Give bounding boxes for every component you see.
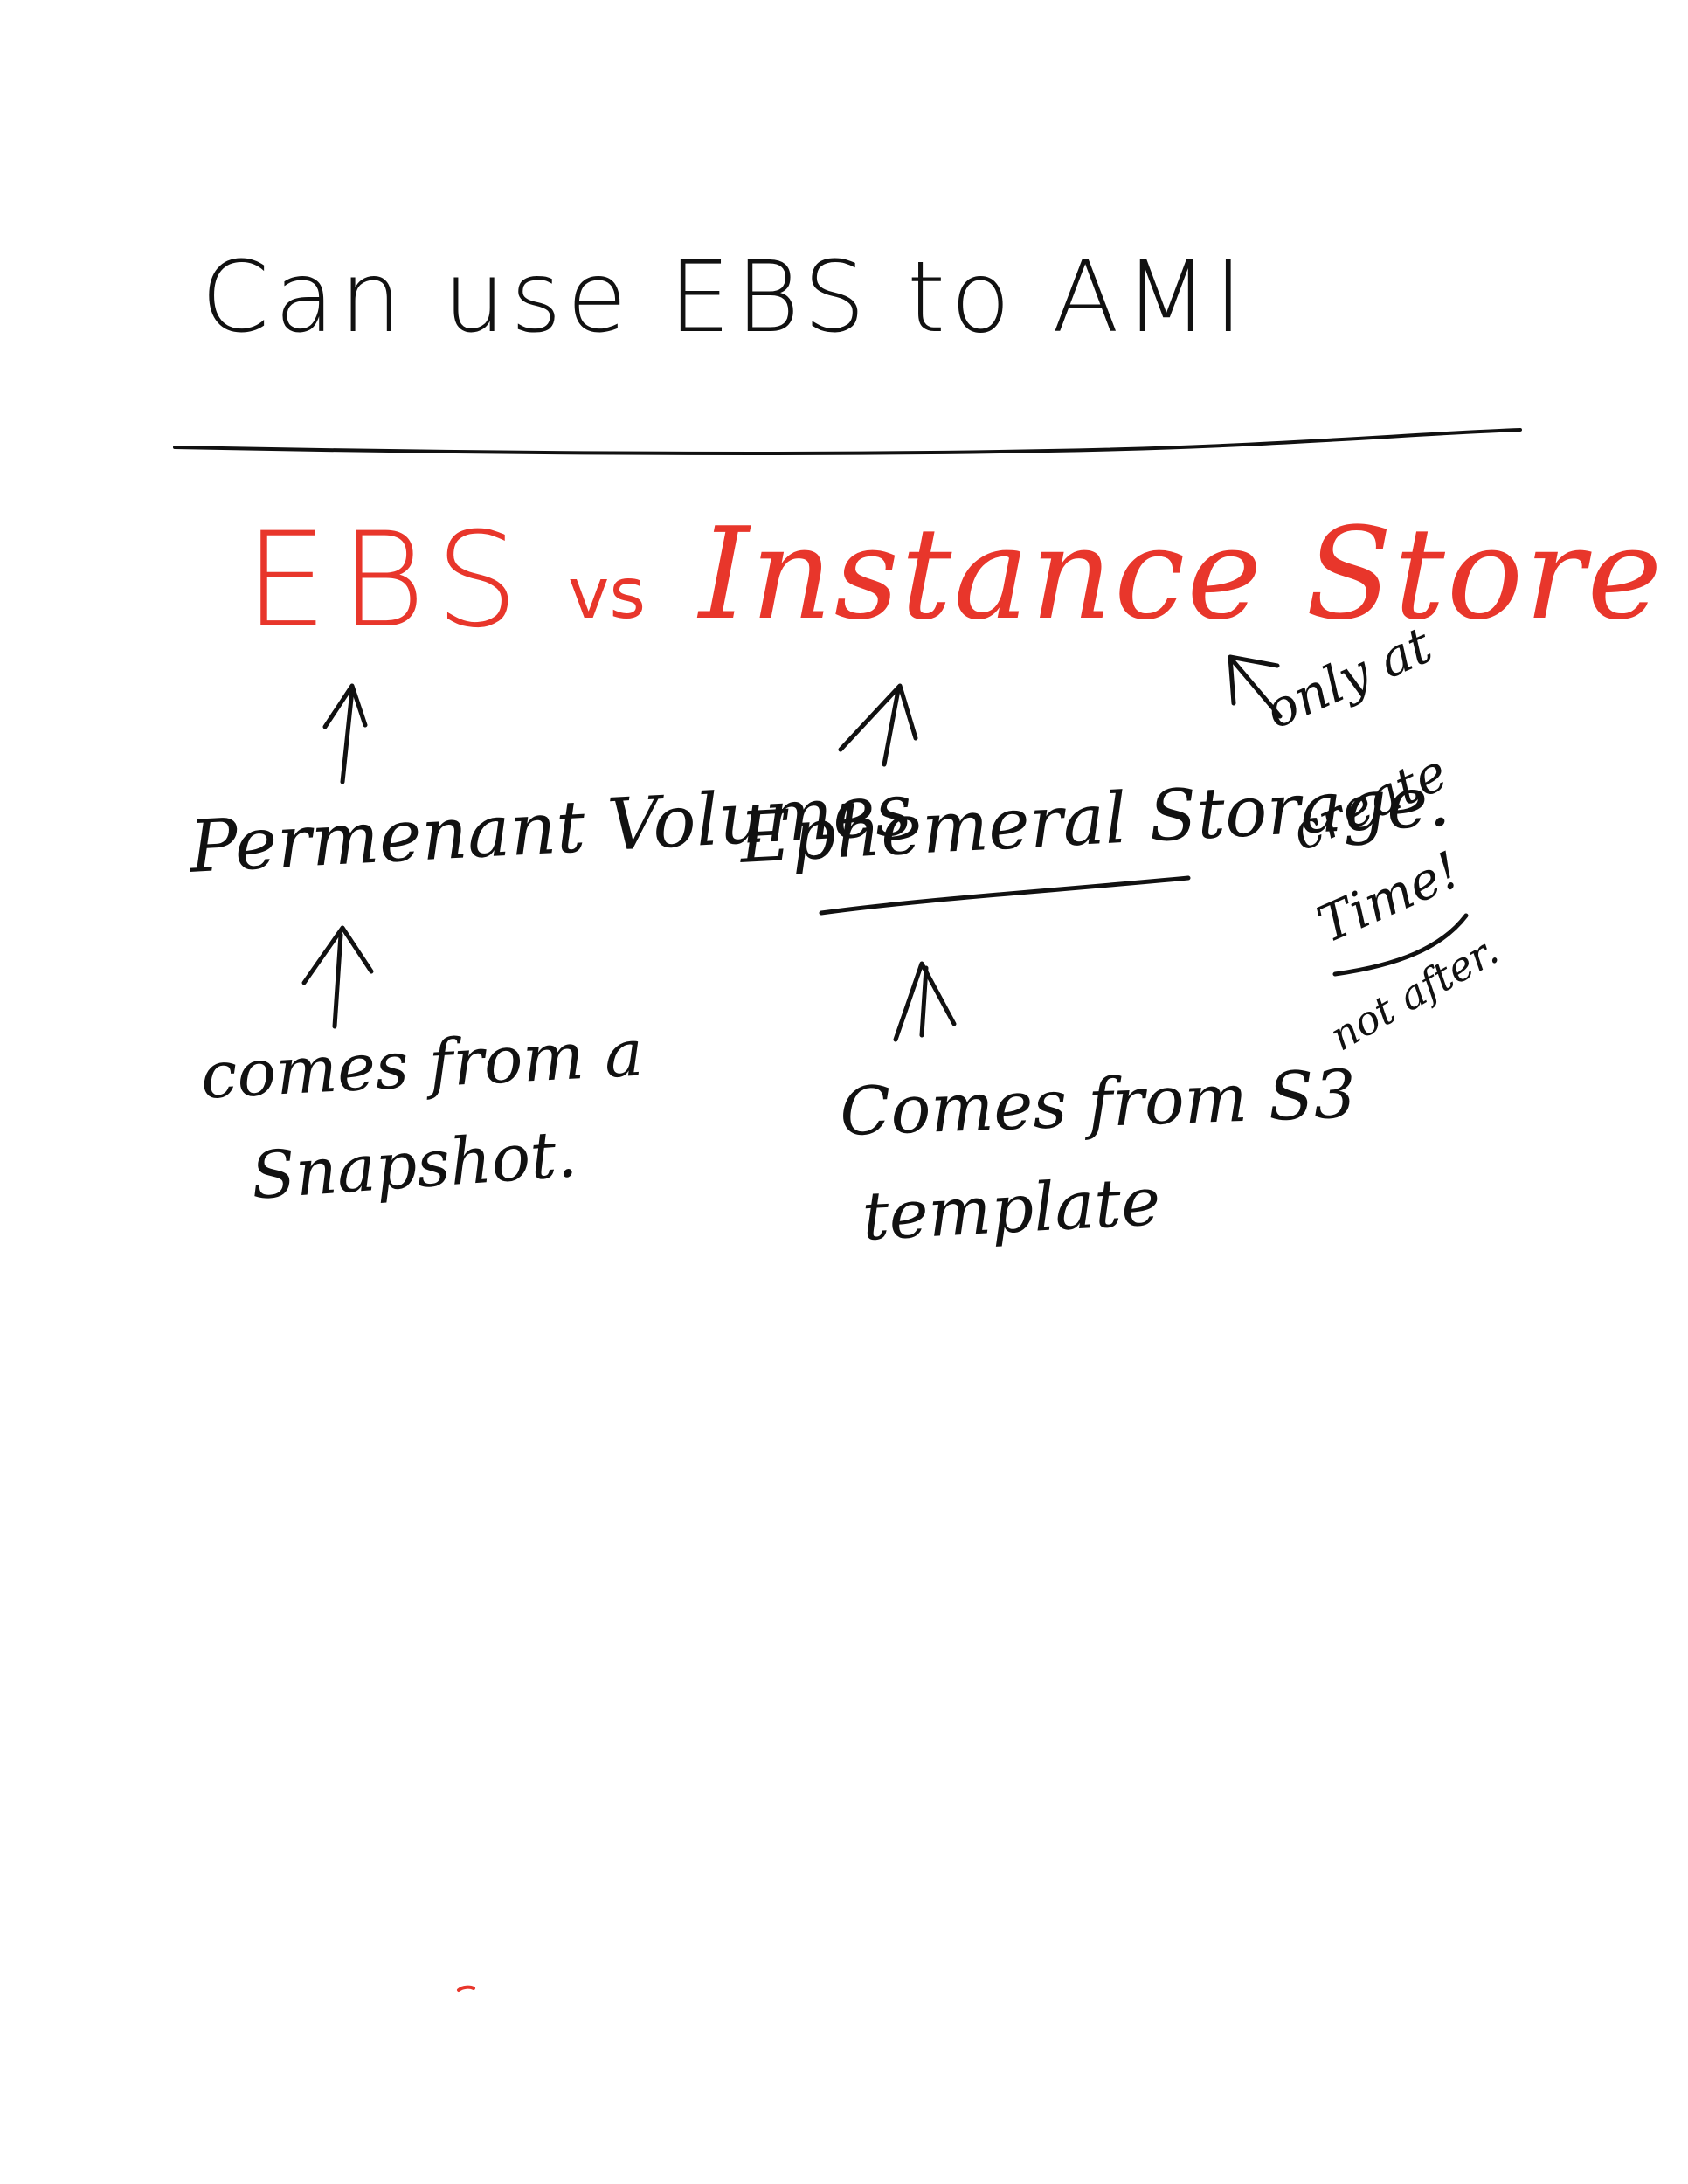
title-instance-store: Instance Store <box>699 501 1664 648</box>
title-ebs: EBS <box>245 505 531 657</box>
arrow-up-icon <box>882 688 901 767</box>
arrow-diagonal-icon-head <box>1228 654 1280 706</box>
arrow-up-icon <box>919 965 929 1038</box>
arrow-up-icon <box>332 932 343 1029</box>
title-vs: vs <box>568 553 647 634</box>
underline-ephemeral <box>819 875 1191 916</box>
underline-side-note <box>1332 913 1469 977</box>
arrow-up-icon-head <box>322 683 368 729</box>
divider-line <box>173 428 1522 455</box>
note-heading: Can use EBS to AMI <box>201 241 1249 355</box>
label-s3-line-2: template <box>860 1162 1163 1255</box>
label-s3-line-1: Comes from S3 <box>838 1054 1358 1151</box>
arrow-up-icon-head <box>893 961 957 1042</box>
arrow-diagonal-icon <box>1229 657 1283 719</box>
arrow-up-icon <box>340 688 355 784</box>
arrow-up-icon-head <box>301 925 374 985</box>
stray-red-mark <box>457 1985 475 1992</box>
arrow-up-icon-head <box>838 683 918 752</box>
